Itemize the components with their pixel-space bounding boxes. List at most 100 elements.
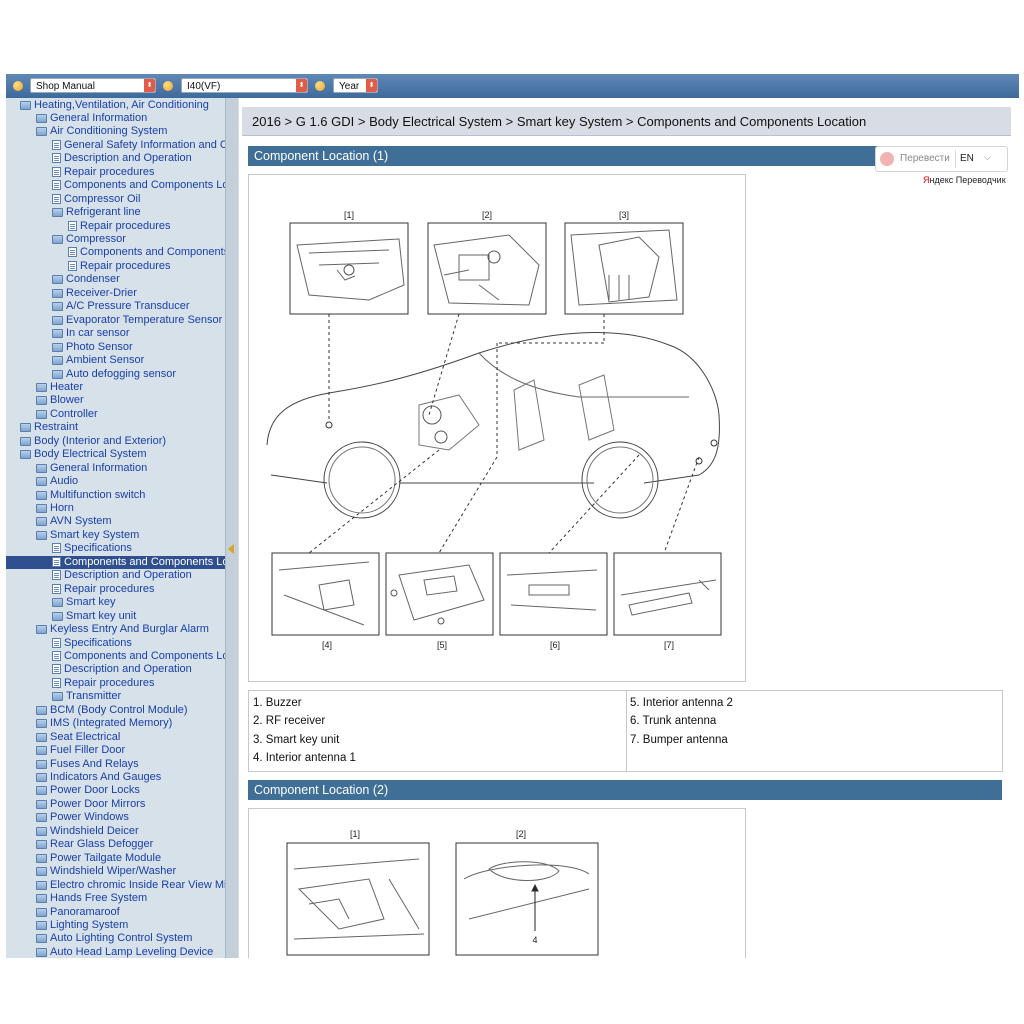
sidebar-item[interactable]: Repair procedures xyxy=(52,583,155,597)
sidebar-item[interactable]: Compressor Oil xyxy=(52,193,140,207)
sidebar-item[interactable]: IMS (Integrated Memory) xyxy=(36,717,172,731)
sidebar-item[interactable]: Fuel Filler Door xyxy=(36,744,125,758)
sidebar-item[interactable]: Heater xyxy=(36,381,83,395)
sidebar-item[interactable]: Restraint xyxy=(20,421,78,435)
sidebar-item-label: Components and Components Location xyxy=(64,555,225,568)
folder-icon xyxy=(36,504,47,513)
sidebar-item[interactable]: Smart key unit xyxy=(52,610,136,624)
sidebar-item-label: Power Door Locks xyxy=(50,784,140,797)
breadcrumb-bar: 2016 > G 1.6 GDI > Body Electrical Syste… xyxy=(242,107,1011,136)
sidebar-item[interactable]: Electro chromic Inside Rear View Mirror xyxy=(36,879,225,893)
sidebar-item[interactable]: Ambient Sensor xyxy=(52,354,144,368)
sidebar-item[interactable]: Fuses And Relays xyxy=(36,758,139,772)
sidebar-item[interactable]: Horn xyxy=(36,502,74,516)
sidebar-item-label: Smart key xyxy=(66,596,116,609)
sidebar-item[interactable]: Controller xyxy=(36,408,98,422)
year-select[interactable]: Year ⬍ xyxy=(333,78,378,93)
collapse-arrow-icon[interactable] xyxy=(228,544,234,554)
sidebar-item[interactable]: Power Tailgate Module xyxy=(36,852,161,866)
sidebar-item[interactable]: Body Electrical System xyxy=(20,448,146,462)
sidebar-item[interactable]: Body (Interior and Exterior) xyxy=(20,435,166,449)
sidebar-item[interactable]: Components and Components Location xyxy=(52,179,225,193)
sidebar-item[interactable]: In car sensor xyxy=(52,327,130,341)
sidebar-item[interactable]: Smart key System xyxy=(36,529,139,543)
sidebar-item[interactable]: Transmitter xyxy=(52,690,121,704)
sidebar-item-label: Description and Operation xyxy=(64,152,192,165)
pane-splitter[interactable] xyxy=(226,98,238,958)
sidebar-item[interactable]: Power Door Mirrors xyxy=(36,798,145,812)
sidebar-item[interactable]: Heating,Ventilation, Air Conditioning xyxy=(20,99,209,113)
sidebar-item[interactable]: General Safety Information and Caution xyxy=(52,139,225,153)
sidebar-item[interactable]: Panoramaroof xyxy=(36,906,120,920)
sidebar-item[interactable]: Rear Glass Defogger xyxy=(36,838,153,852)
sidebar-item[interactable]: Lighting System xyxy=(36,919,128,933)
folder-icon xyxy=(36,409,47,419)
sidebar-item[interactable]: Receiver-Drier xyxy=(52,287,137,301)
manual-select[interactable]: Shop Manual ⬍ xyxy=(30,78,156,93)
callout-number: 4 xyxy=(532,935,537,945)
sidebar-item[interactable]: BCM (Body Control Module) xyxy=(36,704,188,718)
sidebar-item[interactable]: Specifications xyxy=(52,637,132,651)
sidebar-item[interactable]: Keyless Entry And Burglar Alarm xyxy=(36,623,209,637)
chevron-down-icon[interactable]: ⌵ xyxy=(984,152,991,162)
sidebar-item[interactable]: Audio xyxy=(36,475,78,489)
model-select[interactable]: I40(VF) ⬍ xyxy=(181,78,308,93)
sidebar-item[interactable]: Multifunction switch xyxy=(36,489,145,503)
sidebar-item[interactable]: Components and Components Location xyxy=(52,650,225,664)
yandex-translator-brand: Яндекс Переводчик xyxy=(923,175,1006,185)
sidebar-item[interactable]: General Information xyxy=(36,112,147,126)
sidebar-item[interactable]: Condenser xyxy=(52,273,120,287)
sidebar-item[interactable]: Photo Sensor xyxy=(52,341,133,355)
sidebar-item[interactable]: Hands Free System xyxy=(36,892,147,906)
sidebar-item-label: Power Windows xyxy=(50,811,129,824)
sidebar-item[interactable]: Repair procedures xyxy=(52,166,155,180)
folder-icon xyxy=(52,315,63,325)
sidebar-item[interactable]: Refrigerant line xyxy=(52,206,141,220)
sidebar-item[interactable]: A/C Pressure Transducer xyxy=(52,300,190,314)
sidebar-item[interactable]: Windshield Deicer xyxy=(36,825,139,839)
component-diagram-2: [1] [2] 4 xyxy=(248,808,746,958)
sidebar-item-label: Restraint xyxy=(34,421,79,434)
sidebar-item[interactable]: Components and Components Location xyxy=(68,246,225,260)
sidebar-item[interactable]: Air Conditioning System xyxy=(36,125,167,139)
sidebar-item[interactable]: Description and Operation xyxy=(52,569,192,583)
sidebar-item-label: Lighting System xyxy=(50,918,129,931)
folder-icon xyxy=(36,907,47,917)
sidebar-item[interactable]: Auto Head Lamp Leveling Device xyxy=(36,946,213,958)
sidebar-item[interactable]: Repair procedures xyxy=(68,220,171,234)
sidebar-item[interactable]: Specifications xyxy=(52,542,132,556)
year-select-value: Year xyxy=(339,81,360,92)
sidebar-item[interactable]: Compressor xyxy=(52,233,126,247)
sidebar-item[interactable]: Indicators And Gauges xyxy=(36,771,161,785)
sidebar-item[interactable]: Repair procedures xyxy=(68,260,171,274)
sidebar-item[interactable]: Components and Components Location xyxy=(6,555,225,570)
translate-button[interactable]: Перевести xyxy=(900,153,950,164)
sidebar-item[interactable]: AVN System xyxy=(36,515,112,529)
sidebar-item[interactable]: Description and Operation xyxy=(52,152,192,166)
sidebar-item[interactable]: Blower xyxy=(36,394,84,408)
sidebar-item[interactable]: Smart key xyxy=(52,596,116,610)
sidebar-item[interactable]: Auto defogging sensor xyxy=(52,368,176,382)
sidebar-item-label: Smart key System xyxy=(50,528,140,541)
sidebar-item[interactable]: Power Door Locks xyxy=(36,784,140,798)
sidebar-item[interactable]: Windshield Wiper/Washer xyxy=(36,865,176,879)
language-select[interactable]: EN xyxy=(960,153,974,164)
sidebar-item[interactable]: Repair procedures xyxy=(52,677,155,691)
translate-widget[interactable]: Перевести EN ⌵ xyxy=(875,146,1008,172)
detail-box-1 xyxy=(286,842,430,956)
model-select-value: I40(VF) xyxy=(187,81,221,92)
sidebar-item[interactable]: Evaporator Temperature Sensor xyxy=(52,314,222,328)
folder-icon xyxy=(36,920,47,930)
sidebar-item[interactable]: Seat Electrical xyxy=(36,731,120,745)
folder-icon xyxy=(36,382,47,392)
sidebar-item[interactable]: Power Windows xyxy=(36,811,129,825)
folder-icon xyxy=(36,840,47,850)
sidebar-item[interactable]: Description and Operation xyxy=(52,663,192,677)
sidebar-item[interactable]: General Information xyxy=(36,462,147,476)
sidebar-item-label: Repair procedures xyxy=(64,165,155,178)
document-icon xyxy=(68,260,77,271)
legend-item: 2. RF receiver xyxy=(253,715,326,727)
sidebar-item-label: BCM (Body Control Module) xyxy=(50,703,188,716)
sidebar-item[interactable]: Auto Lighting Control System xyxy=(36,932,192,946)
diagram-1-svg: [1] [2] [3] [4] [5] [6] [7] xyxy=(266,210,722,650)
